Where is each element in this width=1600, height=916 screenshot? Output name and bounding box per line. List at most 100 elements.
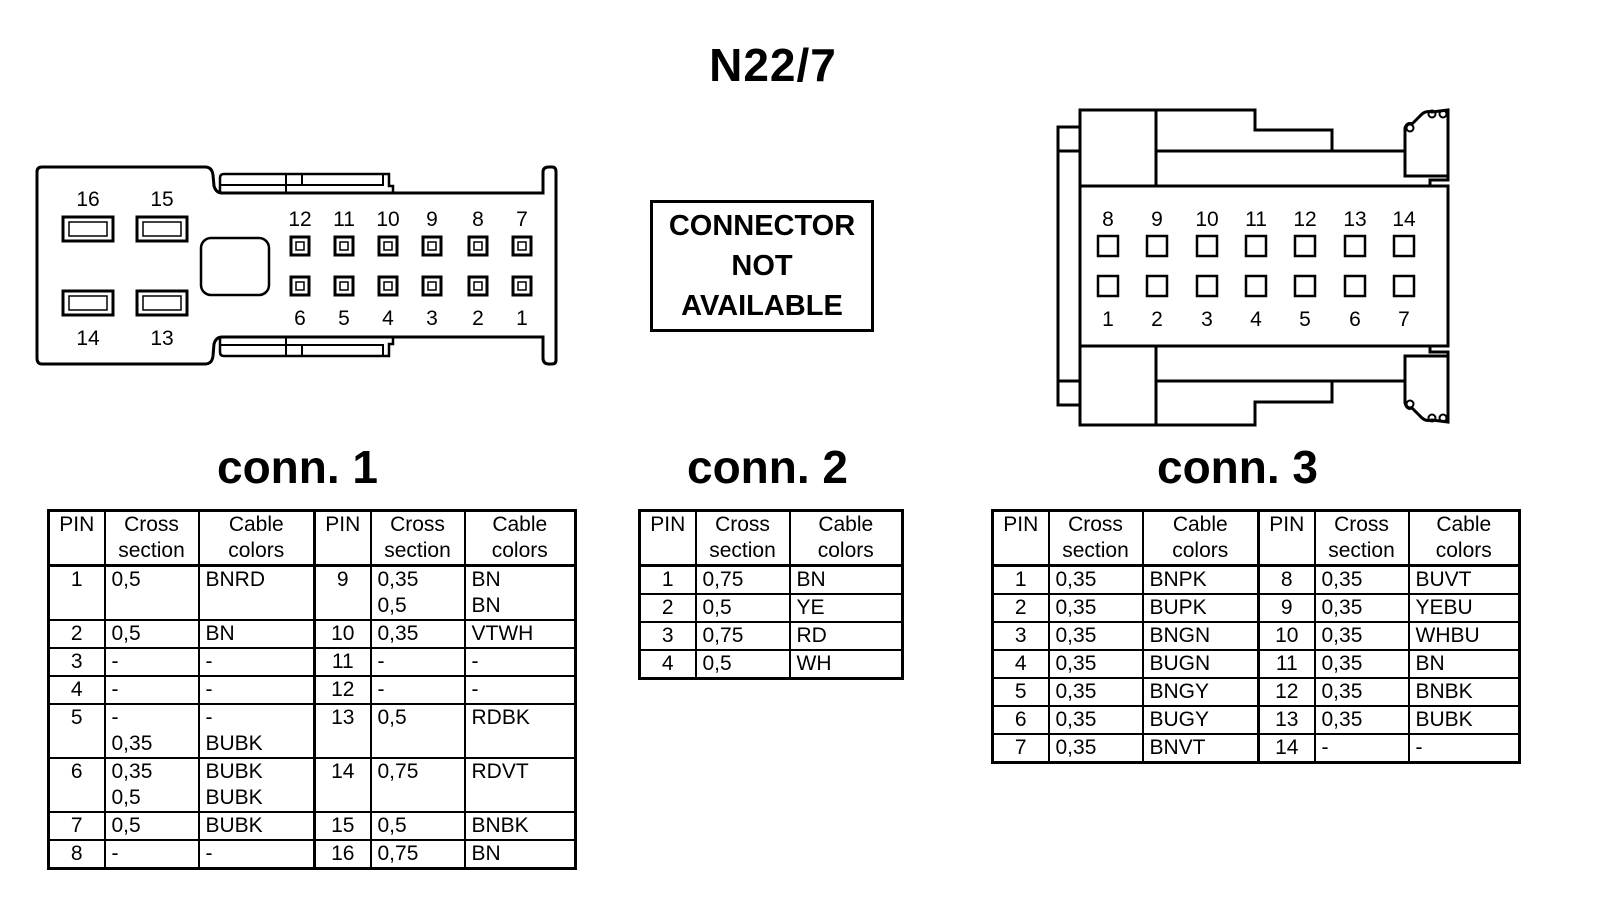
cell-cable-color: BUPK (1141, 593, 1260, 623)
pin-socket-inner (383, 241, 393, 251)
conn1-pin-table: PIN Cross section Cable colors PIN Cross… (47, 509, 577, 870)
cell-cross-section: - 0,35 (103, 703, 200, 759)
cell-cross-section: 0,5 (694, 649, 791, 680)
cell-cable-color: - (463, 675, 577, 705)
header-cross-section: Cross section (369, 509, 466, 567)
cell-cable-color: BNGN (1141, 621, 1260, 651)
pin-number-label: 10 (376, 208, 399, 231)
header-cross-section: Cross section (1047, 509, 1144, 567)
pin-socket (511, 235, 533, 257)
cell-pin: 14 (313, 757, 372, 813)
cell-cross-section: 0,35 (1047, 677, 1144, 707)
cell-pin: 4 (991, 649, 1050, 679)
cell-pin: 7 (47, 811, 106, 841)
cell-cross-section: 0,5 (694, 593, 791, 623)
pin-socket (1293, 274, 1317, 298)
pin-number-label: 1 (1102, 308, 1114, 331)
cell-cable-color: BNBK (1407, 677, 1521, 707)
cell-cross-section: 0,35 (1313, 677, 1410, 707)
pin-number-label: 10 (1195, 208, 1218, 231)
large-pin-socket-inner (142, 221, 182, 237)
pin-number-label: 8 (472, 208, 484, 231)
table-row: 4--12-- (47, 675, 577, 705)
cell-cable-color: BNVT (1141, 733, 1260, 764)
pin-socket (1096, 234, 1120, 258)
cell-pin: 4 (47, 675, 106, 705)
large-pin-socket (135, 215, 189, 243)
pin-number-label: 6 (1349, 308, 1361, 331)
cell-cross-section: 0,35 (1047, 621, 1144, 651)
pin-socket-inner (427, 281, 437, 291)
cell-cable-color: BUGN (1141, 649, 1260, 679)
cell-pin: 8 (47, 839, 106, 870)
cell-pin: 5 (991, 677, 1050, 707)
cell-cross-section: 0,75 (369, 839, 466, 870)
conn1-title: conn. 1 (216, 441, 379, 493)
header-cross-section: Cross section (694, 509, 791, 567)
header-pin: PIN (47, 509, 106, 567)
header-cross-section: Cross section (1313, 509, 1410, 567)
pin-number-label: 1 (516, 307, 528, 330)
cell-pin: 11 (1257, 649, 1316, 679)
cell-pin: 16 (313, 839, 372, 870)
pin-socket (377, 275, 399, 297)
cell-cable-color: - (1407, 733, 1521, 764)
diagram-title: N22/7 (709, 39, 837, 91)
cell-pin: 14 (1257, 733, 1316, 764)
pin-socket (1195, 274, 1219, 298)
pin-socket (1392, 274, 1416, 298)
cell-cable-color: BUBK (197, 811, 316, 841)
header-pin: PIN (638, 509, 697, 567)
cell-pin: 1 (638, 564, 697, 595)
cell-pin: 8 (1257, 564, 1316, 595)
notice-line: CONNECTOR (668, 210, 856, 242)
pin-socket-inner (295, 241, 305, 251)
pin-socket-inner (295, 281, 305, 291)
cell-cable-color: YE (788, 593, 904, 623)
pin-socket (421, 235, 443, 257)
pin-socket-inner (473, 241, 483, 251)
notice-line: NOT (731, 250, 793, 282)
cell-cross-section: - (1313, 733, 1410, 764)
large-pin-socket-inner (68, 295, 108, 311)
cell-pin: 10 (313, 619, 372, 649)
pin-number-label: 15 (150, 188, 173, 211)
cell-pin: 3 (47, 647, 106, 677)
cell-cable-color: BUGY (1141, 705, 1260, 735)
pin-number-label: 14 (1392, 208, 1416, 231)
cell-cross-section: - (369, 675, 466, 705)
cell-pin: 10 (1257, 621, 1316, 651)
header-cross-section: Cross section (103, 509, 200, 567)
cell-pin: 1 (47, 564, 106, 621)
pin-number-label: 3 (1201, 308, 1213, 331)
cell-cable-color: BUBK (1407, 705, 1521, 735)
cell-pin: 7 (991, 733, 1050, 764)
pin-number-label: 12 (288, 208, 311, 231)
conn1-housing (35, 165, 558, 366)
pin-socket (333, 235, 355, 257)
pin-socket-inner (473, 281, 483, 291)
pin-socket-inner (339, 241, 349, 251)
conn3-pin-table: PIN Cross section Cable colors PIN Cross… (991, 509, 1521, 764)
cell-cross-section: 0,75 (369, 757, 466, 813)
cell-cable-color: BUVT (1407, 564, 1521, 595)
pin-number-label: 4 (1250, 308, 1262, 331)
pin-number-label: 3 (426, 307, 438, 330)
cell-cross-section: 0,35 (1047, 593, 1144, 623)
pin-socket (1392, 234, 1416, 258)
cell-cross-section: 0,5 (103, 564, 200, 621)
cell-pin: 2 (991, 593, 1050, 623)
cell-pin: 6 (991, 705, 1050, 735)
cell-cable-color: - (197, 647, 316, 677)
cell-cross-section: 0,5 (369, 703, 466, 759)
